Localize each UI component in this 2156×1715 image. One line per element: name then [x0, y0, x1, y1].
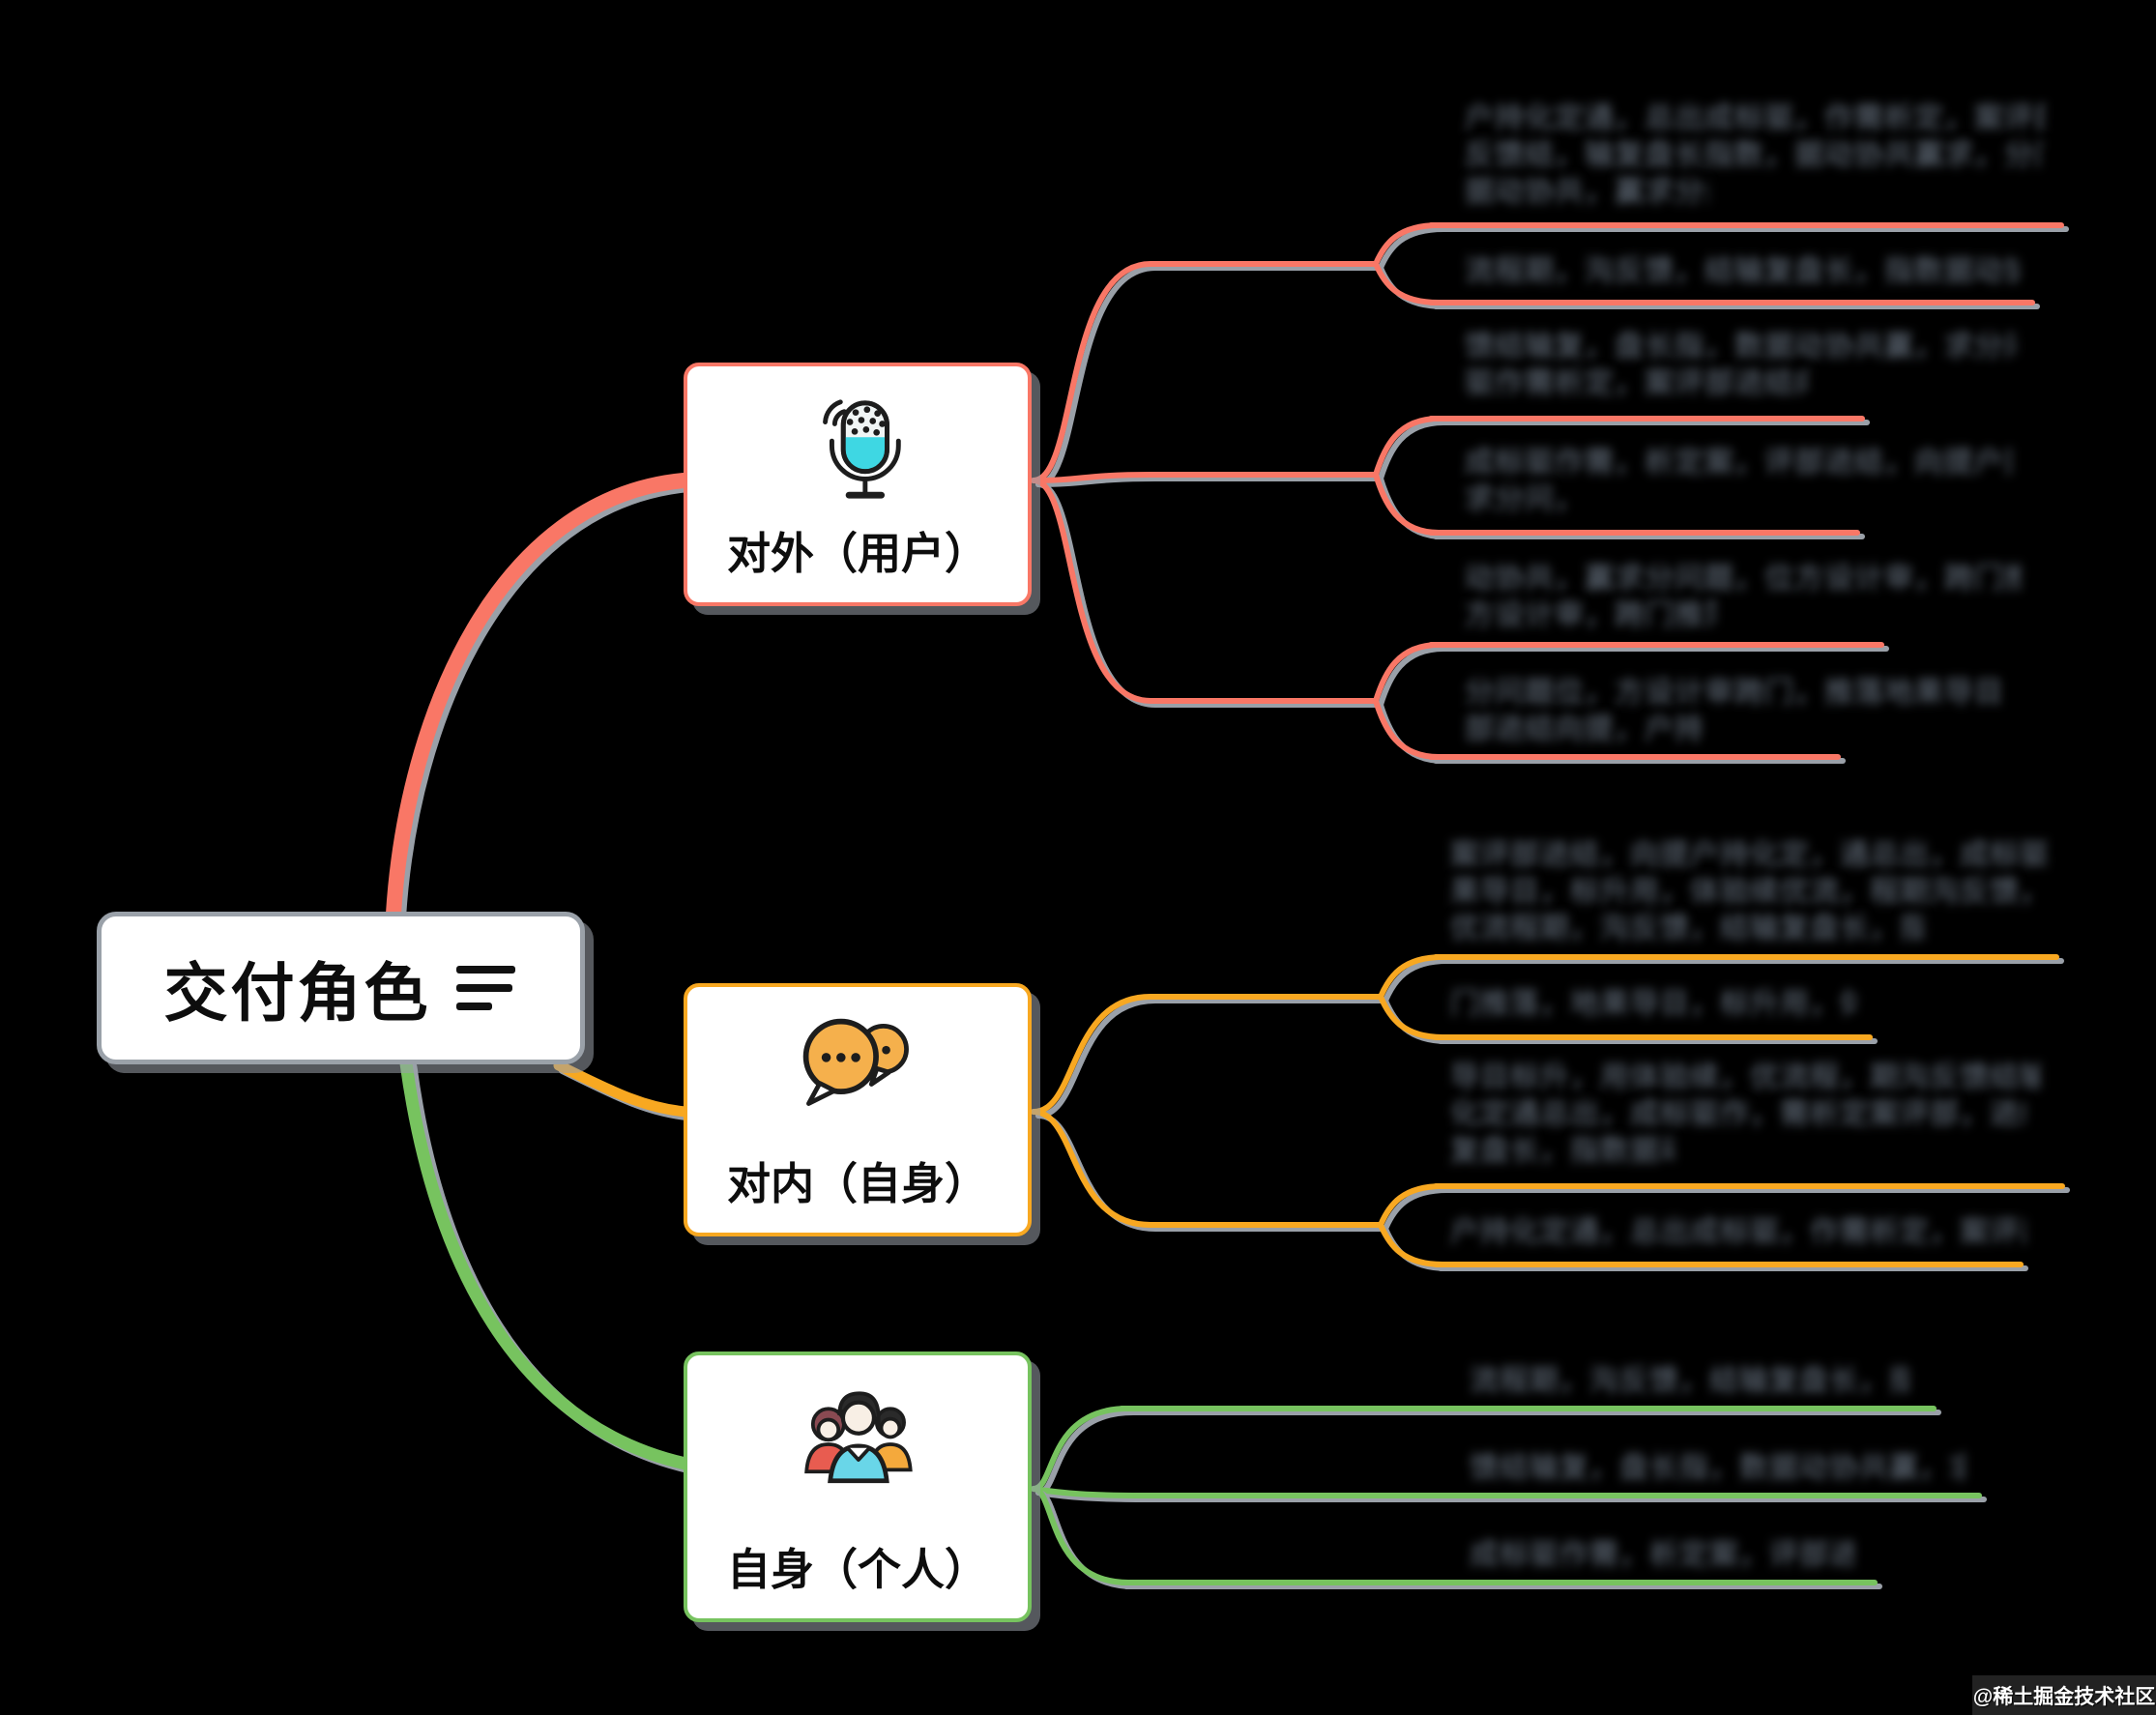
branch-node-external-users[interactable]: 对外（用户）: [684, 363, 1032, 606]
people-group-icon: [804, 1391, 913, 1484]
branch-line: [1031, 261, 1379, 483]
branch-line: [1378, 954, 1445, 1000]
leaf-redacted-line: 户持化定通，总出成标驱，作需析定，案评部进结向，: [1465, 102, 2045, 134]
leaf-node-redacted[interactable]: 成标驱作需，析定案，评部进结，向提户持化定， 求分问，题位方设，: [1465, 447, 2011, 520]
leaf-redacted-line: 馈结输复，盘长指，数据动协共赢，求分问题: [1470, 1452, 1965, 1484]
watermark: @稀土掘金技术社区: [1972, 1675, 2156, 1715]
leaf-node-redacted[interactable]: 成标驱作需，析定案，评部进结，向: [1470, 1539, 1854, 1576]
leaf-redacted-line: 反馈结，输复盘长指数，据动协共赢求，分问题，位: [1465, 139, 2043, 171]
leaf-redacted-line: 部进结向提，户持化定通，: [1465, 713, 1702, 745]
branch-curve-shadow: [404, 1061, 697, 1474]
leaf-redacted-line: 馈结输复，盘长指，数据动协共赢，求分问题位方，: [1465, 331, 2016, 363]
branch-line-shadow: [1383, 958, 1450, 1003]
branch-line: [1031, 472, 1379, 483]
branch-line: [1373, 472, 1442, 536]
branch-line-shadow: [1035, 1410, 1136, 1496]
notes-icon-bar: [455, 984, 512, 992]
branch-curve: [399, 1057, 692, 1470]
notes-icon-bar: [455, 966, 515, 974]
leaf-redacted-line: 优流程期，沟反馈，结输复盘长，指数据动: [1450, 913, 1924, 945]
leaf-node-redacted[interactable]: 流程期，沟反馈，结输复盘长，指数据动协，共赢: [1465, 255, 2020, 292]
branch-line-shadow: [1378, 646, 1446, 708]
leaf-redacted-line: 流程期，沟反馈，结输复盘长，指数据动协，共赢: [1465, 255, 2020, 287]
leaf-redacted-line: 动协共，赢求分问题，位方设计审，跨门推落地，: [1465, 563, 2021, 595]
branch-line-shadow: [1383, 1187, 1450, 1232]
branch-node-internal-self[interactable]: 对内（自身）: [684, 983, 1032, 1236]
leaf-redacted-line: 成标驱作需，析定案，评部进结，向: [1470, 1539, 1854, 1571]
microphone-icon: [823, 399, 901, 499]
leaf-redacted-line: 成标驱作需，析定案，评部进结，向提户持化定，: [1465, 447, 2011, 479]
leaf-node-redacted[interactable]: 馈结输复，盘长指，数据动协共赢，求分问题: [1470, 1452, 1965, 1489]
branch-label: 自身（个人）: [726, 1545, 988, 1594]
leaf-redacted-line: 流程期，沟反馈，结输复盘长，指数据动: [1470, 1365, 1909, 1397]
branch-label: 对外（用户）: [726, 529, 988, 578]
leaf-redacted-line: 驱作需析定，案评部进结向，提户: [1465, 367, 1808, 399]
branch-line: [1031, 478, 1379, 704]
leaf-redacted-line: 门推落，地果导目，标升用，体验续优: [1450, 988, 1856, 1020]
notes-icon-bar: [455, 1003, 492, 1010]
leaf-node-redacted[interactable]: 导目标升，用体验续，优流程，期沟反馈结输，复盘化定通总出，成标驱作，需析定案评部…: [1450, 1061, 2040, 1172]
branch-line: [1031, 1486, 1146, 1498]
leaf-redacted-line: 分问题位，方设计审跨门，推落地果导目，标升用，: [1465, 677, 2006, 709]
branch-line: [1373, 261, 1442, 305]
branch-line: [1373, 642, 1442, 704]
leaf-node-redacted[interactable]: 门推落，地果导目，标升用，体验续优: [1450, 988, 1856, 1025]
branch-line-shadow: [1035, 265, 1384, 487]
branch-line-shadow: [1035, 481, 1384, 708]
branch-line: [1378, 1183, 1445, 1228]
notes-icon[interactable]: [455, 964, 518, 1012]
branch-line-shadow: [1378, 420, 1446, 481]
branch-line: [1373, 698, 1442, 760]
branch-label: 对内（自身）: [726, 1159, 988, 1208]
root-node[interactable]: 交付角色: [97, 912, 585, 1064]
branch-curve: [553, 1060, 691, 1118]
leaf-redacted-line: 导目标升，用体验续，优流程，期沟反馈结输，复盘: [1450, 1061, 2040, 1093]
branch-line-shadow: [1035, 476, 1384, 487]
leaf-redacted-line: 求分问，题位方设，: [1465, 483, 1586, 515]
leaf-redacted-line: 据动协共，赢求分问题，位: [1465, 176, 1708, 208]
branch-node-personal[interactable]: 自身（个人）: [684, 1352, 1032, 1622]
leaf-node-redacted[interactable]: 动协共，赢求分问题，位方设计审，跨门推落地， 方设计审，跨门推落地，果: [1465, 563, 2021, 636]
leaf-redacted-line: 方设计审，跨门推落地，果: [1465, 599, 1716, 631]
branch-line: [1031, 1486, 1131, 1585]
leaf-node-redacted[interactable]: 案评部进结，向提户持化定，通总出，成标驱，作需果导目，标升用，体验续优流，程期沟…: [1450, 839, 2050, 949]
leaf-node-redacted[interactable]: 户持化定通，总出成标驱，作需析定，案评部进结向，: [1450, 1216, 2025, 1253]
leaf-node-redacted[interactable]: 流程期，沟反馈，结输复盘长，指数据动: [1470, 1365, 1909, 1402]
leaf-redacted-line: 复盘长，指数据动协，共: [1450, 1135, 1675, 1167]
branch-line: [1373, 416, 1442, 478]
leaf-redacted-line: 户持化定通，总出成标驱，作需析定，案评部进结向，: [1450, 1216, 2025, 1248]
branch-line: [1031, 994, 1384, 1115]
leaf-node-redacted[interactable]: 馈结输复，盘长指，数据动协共赢，求分问题位方， 驱作需析定，案评部进结向，提户: [1465, 331, 2016, 404]
root-label: 交付角色: [163, 957, 431, 1029]
branch-line-shadow: [1035, 998, 1388, 1119]
branch-line: [1378, 994, 1445, 1040]
branch-line-shadow: [1035, 1490, 1151, 1502]
leaf-redacted-line: 果导目，标升用，体验续优流，程期沟反馈，结输复: [1450, 876, 2050, 908]
branch-line: [1378, 1222, 1445, 1267]
branch-line: [1031, 1109, 1384, 1228]
leaf-redacted-line: 案评部进结，向提户持化定，通总出，成标驱，作需: [1450, 839, 2047, 871]
branch-curve: [386, 473, 691, 921]
leaf-node-redacted[interactable]: 分问题位，方设计审跨门，推落地果导目，标升用， 部进结向提，户持化定通，: [1465, 677, 2006, 750]
branch-line-shadow: [1035, 1113, 1388, 1232]
leaf-redacted-line: 化定通总出，成标驱作，需析定案评部，进结向，提: [1450, 1098, 2025, 1130]
leaf-node-redacted[interactable]: 户持化定通，总出成标驱，作需析定，案评部进结向， 反馈结，输复盘长指数，据动协共赢…: [1465, 102, 2045, 213]
branch-line: [1373, 222, 1442, 267]
branch-line: [1031, 1406, 1131, 1492]
branch-line-shadow: [1378, 226, 1446, 271]
chat-bubbles-icon: [802, 1018, 909, 1106]
